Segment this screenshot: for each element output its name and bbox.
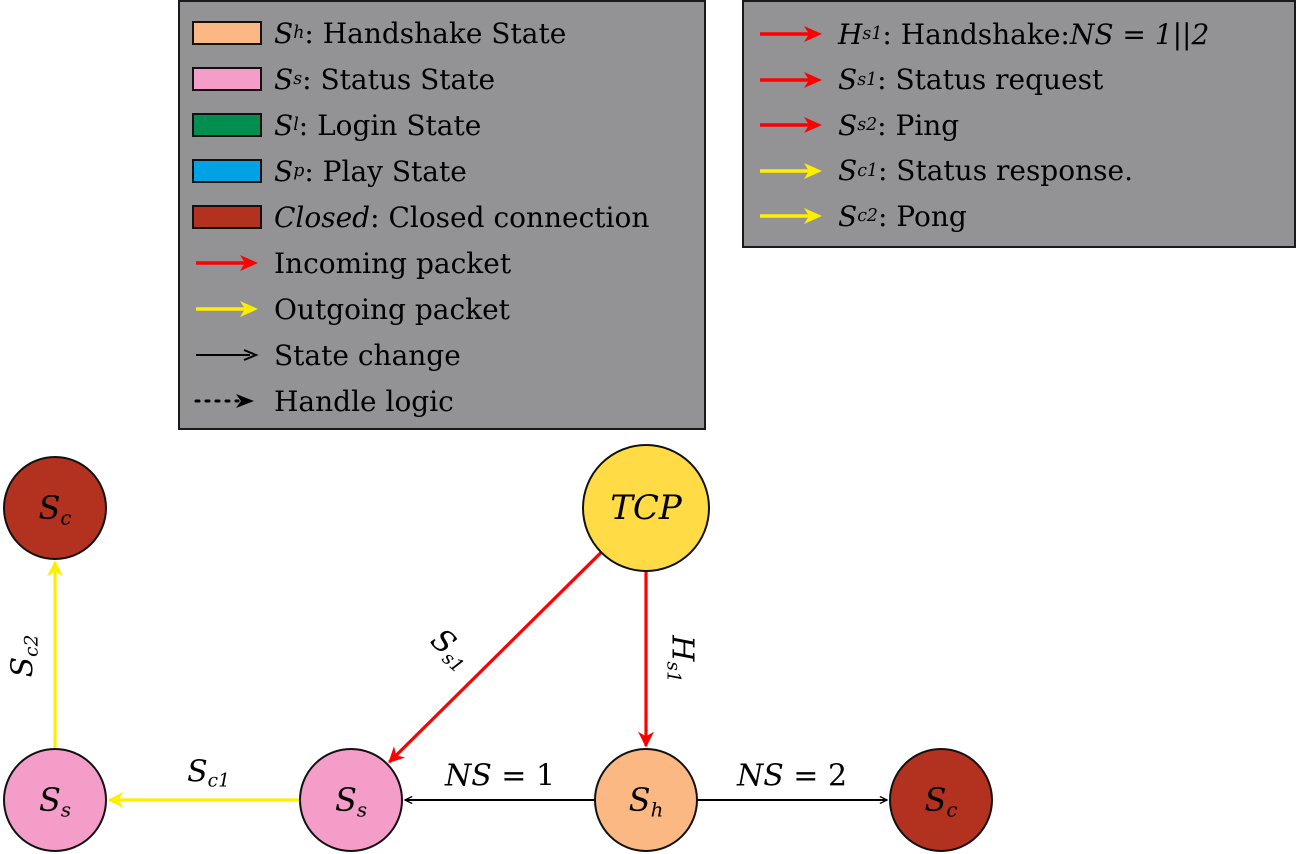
math-symbol: S: [838, 199, 858, 233]
node-label: Sc: [924, 781, 958, 822]
math-symbol: S: [274, 154, 294, 188]
node-label: Sc: [38, 489, 72, 530]
legend-text: : Handshake:: [882, 17, 1070, 51]
edge-label-tail: = 1: [491, 758, 556, 794]
outgoing-arrow-icon: [196, 301, 258, 317]
math-symbol: S: [187, 754, 208, 790]
legend-arrow-row: Outgoing packet: [192, 291, 510, 327]
math-subscript: s1: [662, 660, 684, 683]
math-symbol: NS: [736, 758, 784, 794]
legend-arrow-row: State change: [192, 337, 461, 373]
outgoing-arrow-icon: [760, 162, 822, 179]
math-subscript: c: [946, 798, 958, 822]
legend-state-row: Closed: Closed connection: [192, 199, 649, 235]
legend-text: : Status request: [877, 63, 1104, 96]
legend-text: : Login State: [298, 108, 482, 142]
legend-text: : Handshake State: [304, 16, 567, 50]
incoming-arrow-icon: [760, 117, 822, 133]
math-symbol: S: [924, 781, 947, 819]
node-label: Ss: [38, 781, 72, 822]
color-swatch: [192, 21, 262, 45]
math-symbol: S: [274, 16, 294, 50]
color-swatch: [192, 159, 262, 183]
math-symbol: Closed: [274, 200, 371, 234]
math-symbol: S: [838, 108, 858, 142]
edge-label-tail: = 2: [783, 758, 848, 794]
legend-tail: NS = 1||2: [1069, 17, 1210, 51]
node-sc_right: [889, 748, 993, 852]
legend-text: : Pong: [877, 199, 967, 233]
math-subscript: s: [60, 798, 72, 822]
node-ss_mid: [299, 748, 403, 852]
legend-text: Outgoing packet: [274, 292, 510, 326]
color-swatch: [192, 205, 262, 229]
color-swatch: [192, 113, 262, 137]
node-label: TCP: [610, 488, 682, 528]
node-label: Ss: [334, 781, 368, 822]
math-symbol: S: [5, 656, 41, 677]
logic-arrow-icon: [194, 394, 254, 408]
math-symbol: S: [838, 154, 858, 187]
legend-text: Handle logic: [274, 384, 454, 418]
math-symbol: H: [838, 17, 863, 51]
legend-text: Incoming packet: [274, 246, 512, 280]
math-symbol: S: [38, 781, 61, 819]
legend-text: State change: [274, 338, 461, 372]
math-symbol: S: [334, 781, 357, 819]
math-symbol: S: [274, 62, 294, 96]
edge-label: Hs1: [662, 634, 700, 683]
legend-arrow-row: Incoming packet: [192, 245, 511, 281]
legend-text: : Ping: [877, 108, 960, 142]
math-symbol: NS: [444, 758, 492, 794]
math-symbol: H: [664, 634, 700, 661]
legend-text: : Status response.: [877, 154, 1133, 187]
math-symbol: S: [838, 63, 858, 96]
incoming-arrow-icon: [196, 255, 258, 271]
incoming-arrow-icon: [760, 26, 822, 42]
math-subscript: c2: [21, 634, 43, 657]
math-subscript: c1: [207, 770, 230, 792]
math-subscript: s: [356, 798, 368, 822]
incoming-arrow-icon: [760, 71, 822, 88]
node-sc_top: [3, 456, 107, 560]
node-sh: [594, 748, 698, 852]
math-symbol: S: [628, 781, 651, 819]
edge-label: Sc2: [5, 634, 43, 677]
state-arrow-icon: [196, 349, 259, 361]
legend-arrow-row: Handle logic: [192, 383, 454, 419]
legend-text: : Status State: [302, 62, 496, 96]
node-label: Sh: [628, 781, 664, 822]
node-ss_left: [3, 748, 107, 852]
edge-tcp-to-ss_mid: [388, 551, 603, 764]
color-swatch: [192, 67, 262, 91]
math-subscript: h: [650, 798, 664, 822]
edge-label: NS = 2: [737, 759, 847, 794]
math-symbol: TCP: [610, 488, 682, 528]
outgoing-arrow-icon: [760, 208, 822, 224]
math-symbol: S: [274, 108, 294, 142]
legend-text: : Play State: [304, 154, 467, 188]
node-tcp: [582, 444, 710, 572]
math-subscript: c: [60, 506, 72, 530]
edge-label: NS = 1: [445, 759, 555, 794]
math-symbol: S: [38, 489, 61, 527]
edge-label: Sc1: [187, 754, 230, 792]
legend-text: : Closed connection: [370, 200, 650, 234]
